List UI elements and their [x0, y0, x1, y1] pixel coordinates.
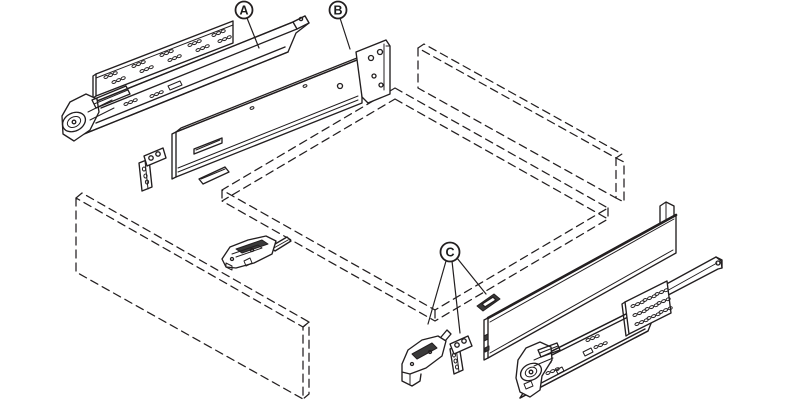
drawer-bottom-dashed-outline	[221, 87, 609, 322]
rear-fixing-clip-right	[449, 335, 473, 375]
label-b-text: B	[333, 4, 342, 18]
panel-rear-bracket	[355, 39, 391, 104]
leader-lines	[246, 17, 487, 334]
runner-front-lock-left	[61, 85, 131, 142]
cabinet-runner-left	[61, 15, 310, 142]
back-panel-dashed-outline	[417, 43, 625, 203]
label-a-circle	[234, 0, 254, 20]
callout-label-B: B	[328, 0, 348, 20]
drawer-side-panel-left	[171, 39, 391, 180]
callout-label-A: A	[234, 0, 254, 20]
callout-label-C: C	[439, 241, 461, 263]
rear-fixing-clip-left	[138, 147, 167, 192]
label-c-text: C	[445, 246, 454, 260]
label-a-text: A	[239, 4, 248, 18]
front-panel-dashed-outline	[75, 192, 310, 400]
runner-front-lock-right	[515, 341, 561, 398]
drawer-side-panel-right	[483, 201, 678, 361]
locking-device-right	[401, 329, 452, 387]
cover-plate-right	[476, 293, 501, 312]
label-c-circle	[439, 241, 461, 263]
cabinet-runner-right	[515, 256, 723, 399]
locking-device-left	[221, 235, 292, 271]
label-b-circle	[328, 0, 348, 20]
cover-plate-left	[198, 166, 230, 185]
